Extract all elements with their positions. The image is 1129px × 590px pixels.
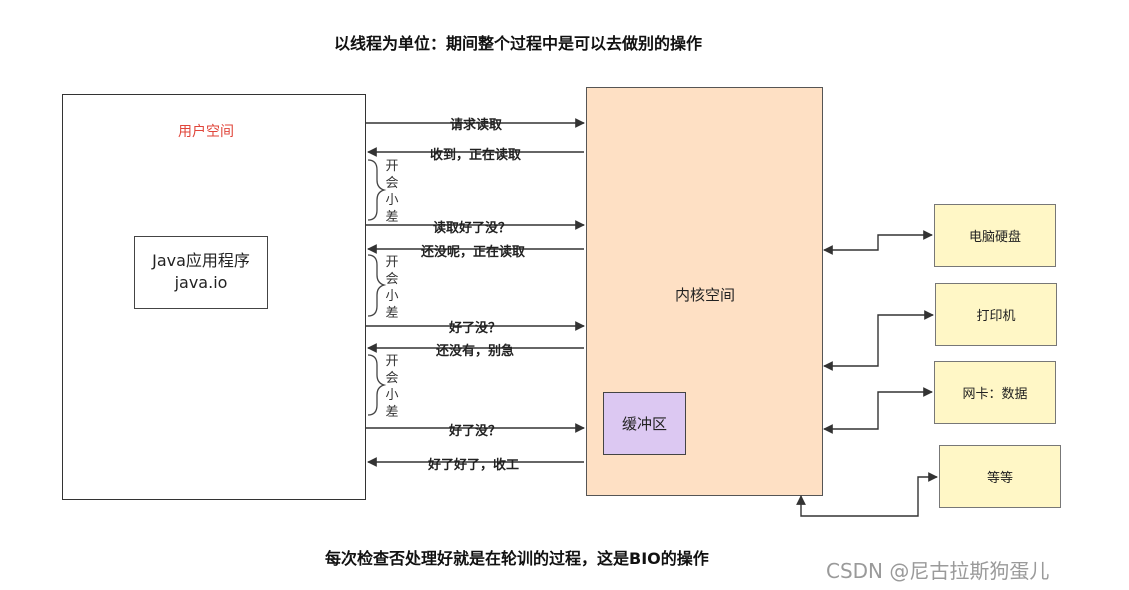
device-disk-label: 电脑硬盘 [968, 230, 1021, 245]
kernel-space-label: 内核空间 [675, 286, 736, 304]
brace-char: 开 [385, 255, 399, 270]
device-disk: 电脑硬盘 [934, 204, 1056, 267]
device-etc: 等等 [939, 445, 1061, 508]
brace-char: 差 [385, 210, 399, 225]
java-app-package: java.io [174, 273, 228, 292]
brace-text-2: 开 会 小 差 [384, 254, 400, 322]
device-nic-label: 网卡：数据 [962, 387, 1028, 402]
connector-etc [796, 472, 938, 517]
msg-not-yet-reading: 还没呢，正在读取 [421, 245, 526, 260]
buffer-box: 缓冲区 [603, 392, 686, 455]
device-nic: 网卡：数据 [934, 361, 1056, 424]
msg-done-query-2: 好了没？ [449, 321, 502, 336]
brace-char: 会 [385, 176, 399, 191]
connector-nic [823, 387, 933, 434]
user-space-label: 用户空间 [178, 124, 234, 140]
device-etc-label: 等等 [986, 471, 1013, 486]
brace-3 [367, 354, 387, 416]
msg-read-done-query: 读取好了没？ [433, 221, 512, 236]
diagram-title: 以线程为单位：期间整个过程中是可以去做别的操作 [334, 34, 703, 53]
brace-char: 开 [385, 159, 399, 174]
msg-not-yet-wait: 还没有，别急 [436, 344, 515, 359]
brace-char: 差 [385, 306, 399, 321]
watermark: CSDN @尼古拉斯狗蛋儿 [826, 559, 1050, 583]
brace-char: 差 [385, 405, 399, 420]
device-printer-label: 打印机 [976, 309, 1016, 324]
msg-done-finish: 好了好了，收工 [428, 458, 520, 473]
device-printer: 打印机 [935, 283, 1057, 346]
brace-char: 开 [385, 354, 399, 369]
brace-char: 会 [385, 371, 399, 386]
msg-done-query-3: 好了没？ [449, 424, 502, 439]
brace-char: 小 [385, 289, 399, 304]
brace-text-1: 开 会 小 差 [384, 158, 400, 226]
brace-char: 小 [385, 388, 399, 403]
brace-char: 会 [385, 272, 399, 287]
brace-2 [367, 254, 387, 317]
java-app-title: Java应用程序 [152, 251, 250, 270]
diagram-caption: 每次检查否处理好就是在轮训的过程，这是BIO的操作 [325, 549, 709, 568]
msg-request-read: 请求读取 [450, 118, 503, 133]
connector-printer [823, 310, 934, 371]
brace-1 [367, 159, 387, 221]
brace-text-3: 开 会 小 差 [384, 353, 400, 421]
msg-received-reading: 收到，正在读取 [430, 148, 522, 163]
brace-char: 小 [385, 193, 399, 208]
java-app-box: Java应用程序 java.io [134, 236, 268, 309]
buffer-label: 缓冲区 [621, 415, 667, 433]
connector-disk [823, 230, 933, 255]
